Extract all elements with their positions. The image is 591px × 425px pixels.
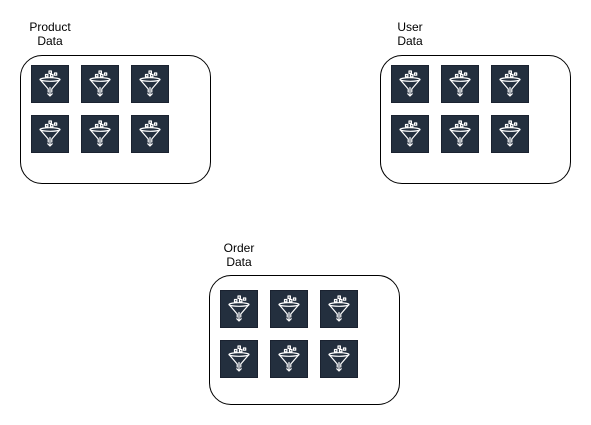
data-filter-funnel-icon (499, 120, 521, 147)
data-filter-funnel-icon (89, 120, 111, 147)
etl-tile[interactable] (31, 65, 69, 103)
data-filter-funnel-icon (499, 70, 521, 97)
data-filter-funnel-icon (449, 120, 471, 147)
group-title-order-data: Order Data (223, 241, 255, 269)
etl-tile[interactable] (491, 115, 529, 153)
group-title-user-data: User Data (397, 20, 423, 48)
data-filter-funnel-icon (278, 295, 300, 322)
data-filter-funnel-icon (89, 70, 111, 97)
etl-tile[interactable] (441, 65, 479, 103)
etl-tile[interactable] (391, 115, 429, 153)
data-filter-funnel-icon (278, 345, 300, 372)
data-filter-funnel-icon (328, 295, 350, 322)
data-filter-funnel-icon (139, 70, 161, 97)
data-filter-funnel-icon (139, 120, 161, 147)
data-filter-funnel-icon (228, 295, 250, 322)
etl-tile[interactable] (320, 290, 358, 328)
group-container-product-data[interactable] (20, 55, 211, 184)
group-title-product-data: Product Data (29, 20, 71, 48)
data-filter-funnel-icon (39, 120, 61, 147)
group-container-user-data[interactable] (380, 55, 571, 184)
etl-tile[interactable] (131, 65, 169, 103)
group-container-order-data[interactable] (209, 275, 400, 405)
etl-tile[interactable] (131, 115, 169, 153)
etl-tile[interactable] (31, 115, 69, 153)
etl-tile[interactable] (270, 340, 308, 378)
etl-tile[interactable] (270, 290, 308, 328)
etl-tile[interactable] (81, 115, 119, 153)
etl-tile[interactable] (220, 340, 258, 378)
data-filter-funnel-icon (399, 70, 421, 97)
data-filter-funnel-icon (328, 345, 350, 372)
data-filter-funnel-icon (39, 70, 61, 97)
etl-tile[interactable] (81, 65, 119, 103)
data-filter-funnel-icon (449, 70, 471, 97)
data-filter-funnel-icon (228, 345, 250, 372)
etl-tile[interactable] (391, 65, 429, 103)
etl-tile[interactable] (220, 290, 258, 328)
data-filter-funnel-icon (399, 120, 421, 147)
etl-tile[interactable] (491, 65, 529, 103)
etl-tile[interactable] (441, 115, 479, 153)
etl-tile[interactable] (320, 340, 358, 378)
